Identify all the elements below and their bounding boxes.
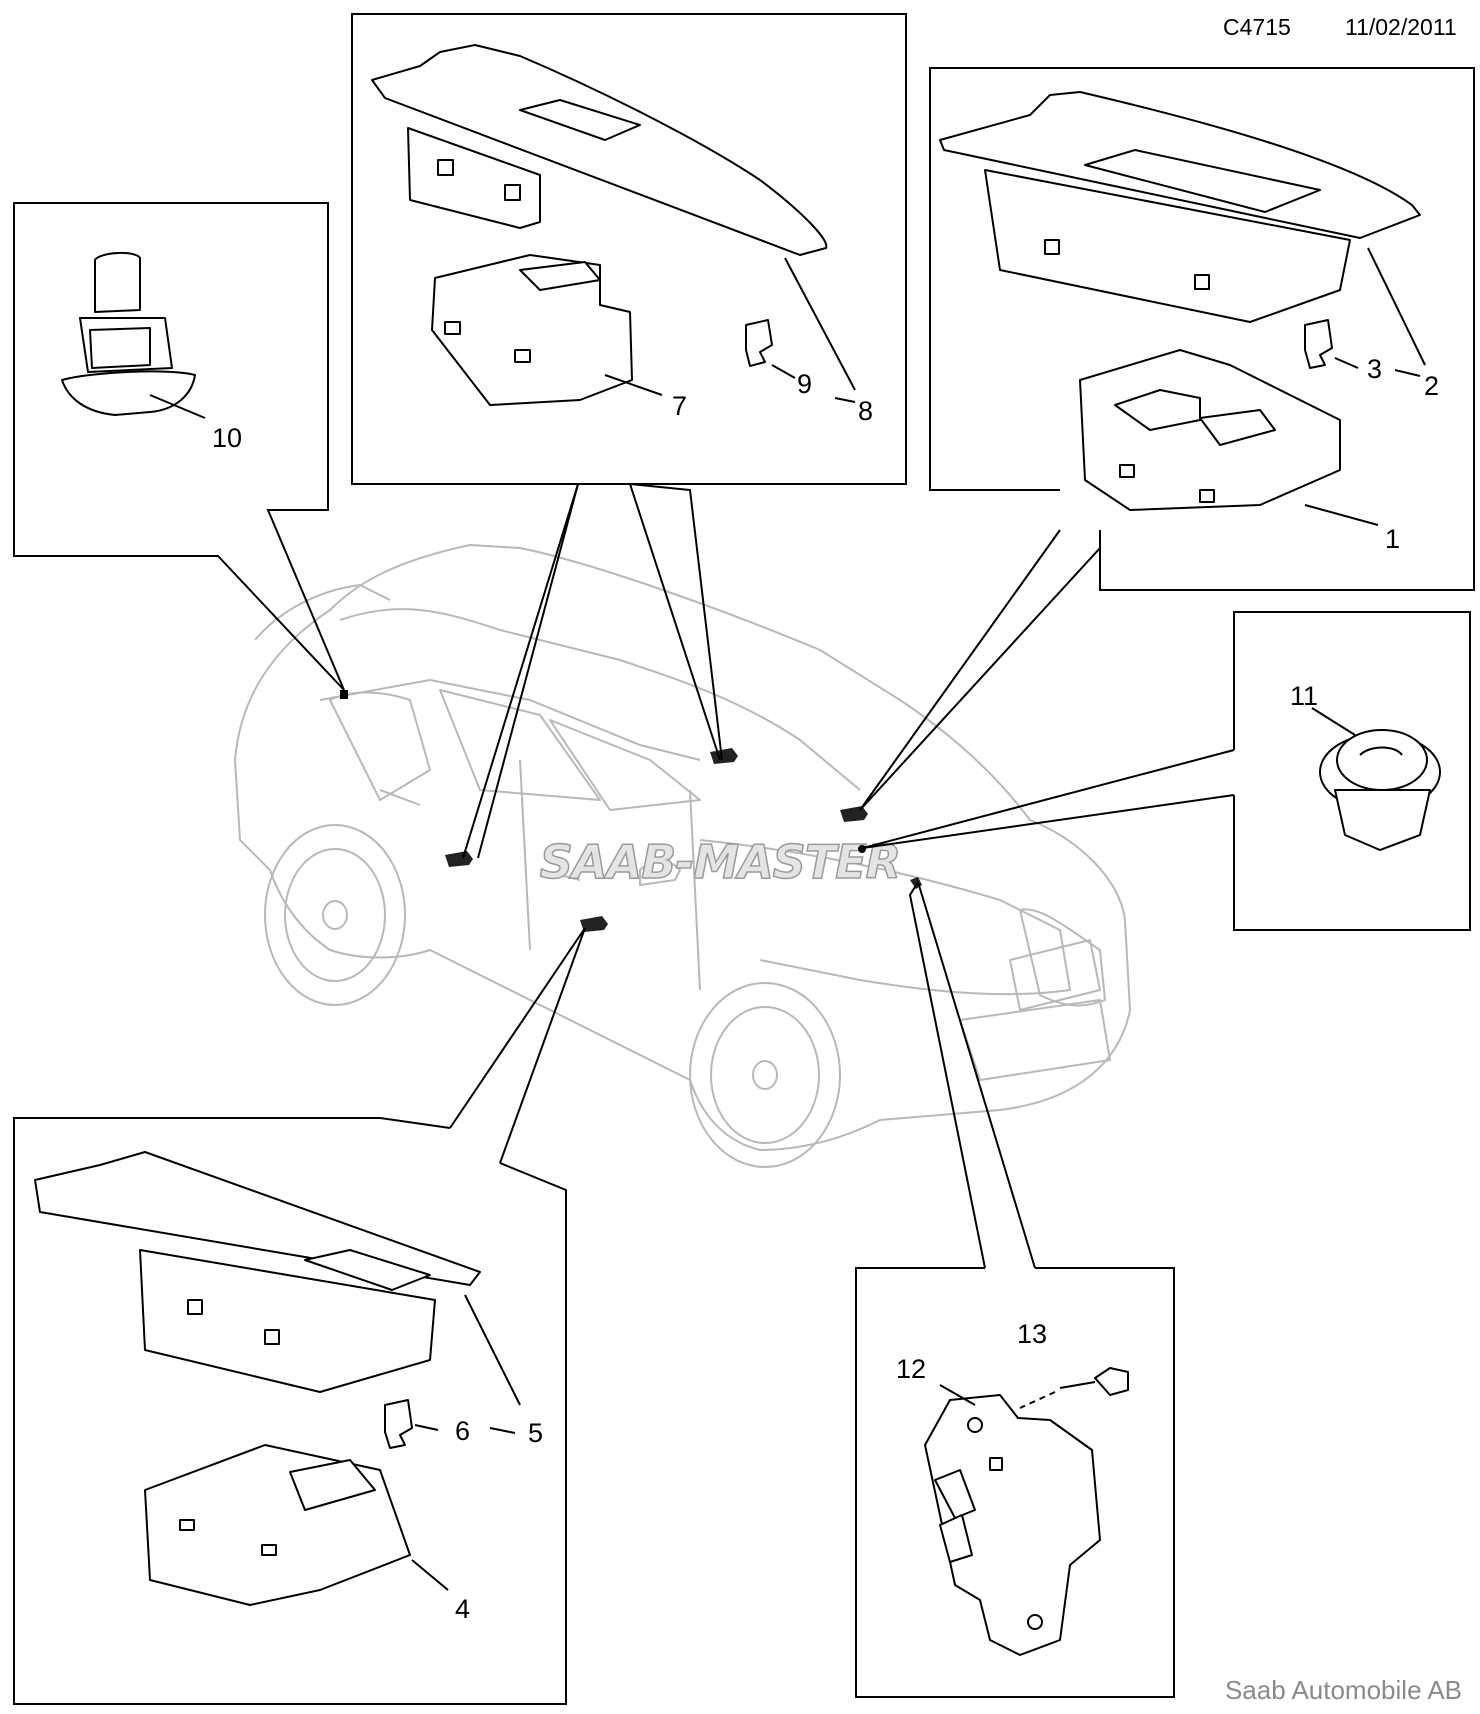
callout-1: 1 bbox=[1385, 524, 1400, 554]
callout-8: 8 bbox=[858, 396, 873, 426]
diagram-date: 11/02/2011 bbox=[1345, 14, 1457, 40]
box-parts-1-2-3: 3 2 1 bbox=[929, 67, 1475, 591]
box-parts-4-5-6: 6 5 4 bbox=[13, 1117, 567, 1705]
callout-6: 6 bbox=[455, 1416, 470, 1446]
callout-9: 9 bbox=[797, 369, 812, 399]
box-parts-7-8-9: 7 9 8 bbox=[351, 13, 907, 485]
watermark-text: SAAB-MASTER bbox=[540, 835, 900, 889]
callout-4: 4 bbox=[455, 1594, 470, 1624]
callout-7: 7 bbox=[672, 391, 687, 421]
callout-2: 2 bbox=[1424, 371, 1439, 401]
box-part-11: 11 bbox=[1233, 611, 1471, 931]
callout-10: 10 bbox=[212, 423, 242, 453]
callout-3: 3 bbox=[1367, 354, 1382, 384]
vehicle-outline bbox=[234, 544, 1131, 1168]
callout-5: 5 bbox=[528, 1418, 543, 1448]
box-parts-12-13: 13 12 bbox=[855, 1267, 1175, 1698]
callout-11: 11 bbox=[1290, 681, 1318, 711]
switch-markers bbox=[340, 690, 922, 932]
callout-13: 13 bbox=[1017, 1319, 1047, 1349]
callout-12: 12 bbox=[896, 1354, 926, 1384]
box-part-10: 10 bbox=[13, 202, 329, 557]
leader-lines bbox=[160, 203, 1235, 1269]
footer-brand: Saab Automobile AB bbox=[1224, 1675, 1462, 1705]
diagram-code: C4715 bbox=[1223, 14, 1291, 40]
